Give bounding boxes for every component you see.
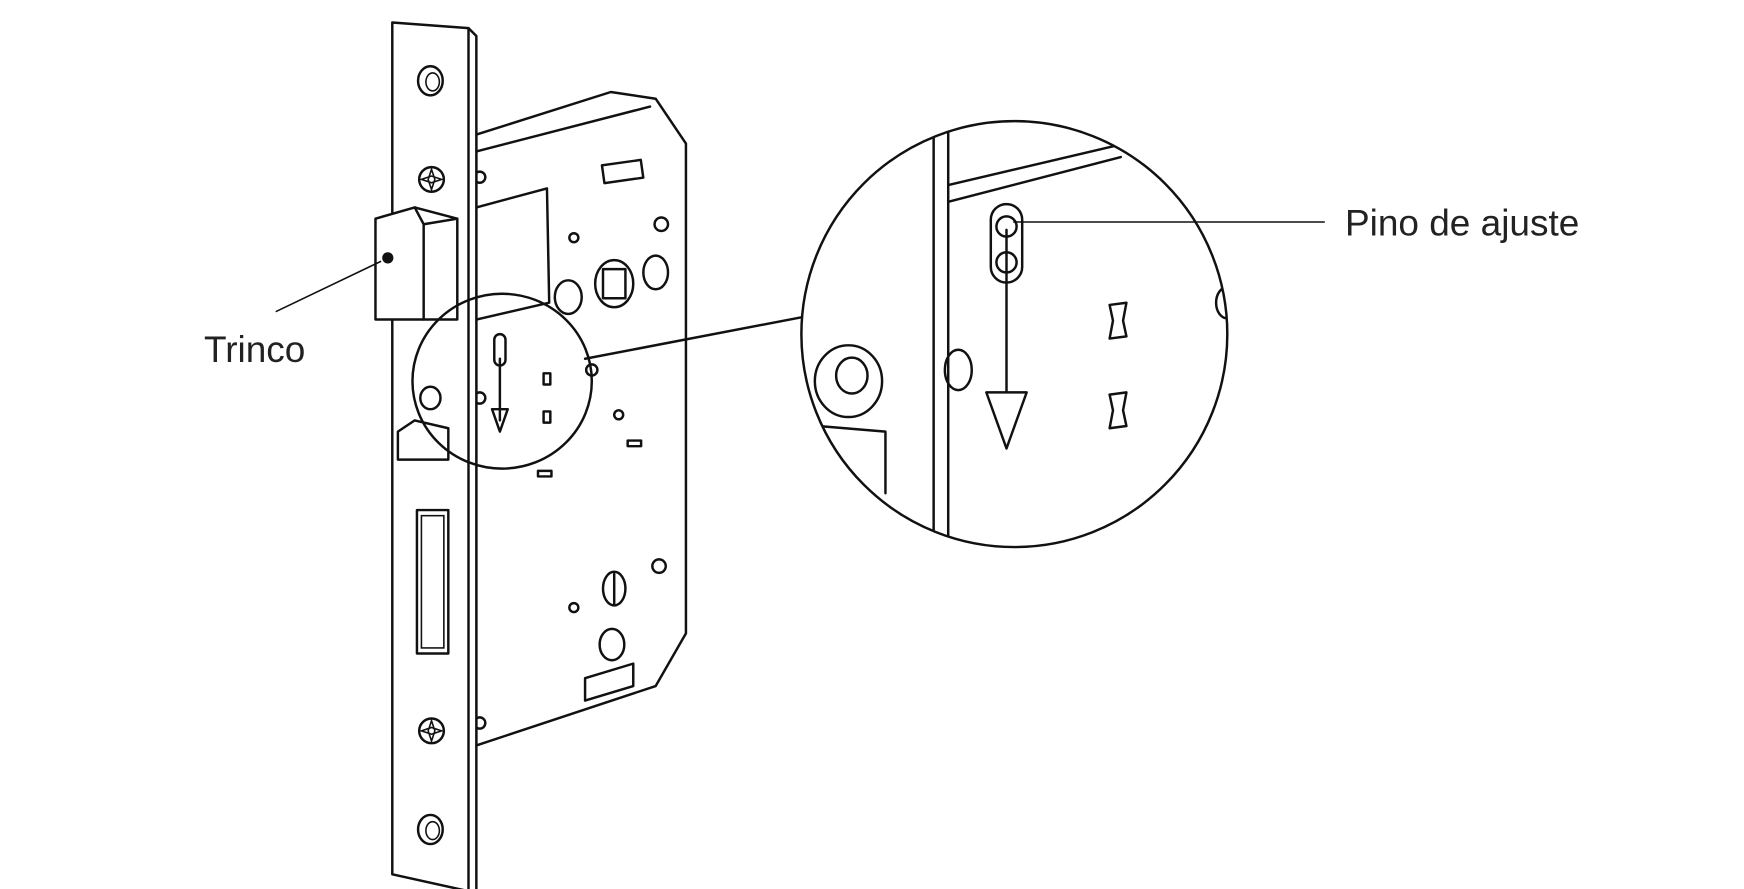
lock-body	[472, 90, 688, 747]
detail-circle-large	[800, 119, 1229, 549]
adjust-pin-label: Pino de ajuste	[1345, 202, 1579, 243]
detail-circle-small	[411, 292, 599, 470]
magnifier-connector	[583, 316, 803, 360]
faceplate	[391, 21, 478, 889]
latch-bolt	[374, 206, 459, 321]
latch-label: Trinco	[204, 329, 305, 370]
latch-leader-line	[275, 260, 382, 313]
